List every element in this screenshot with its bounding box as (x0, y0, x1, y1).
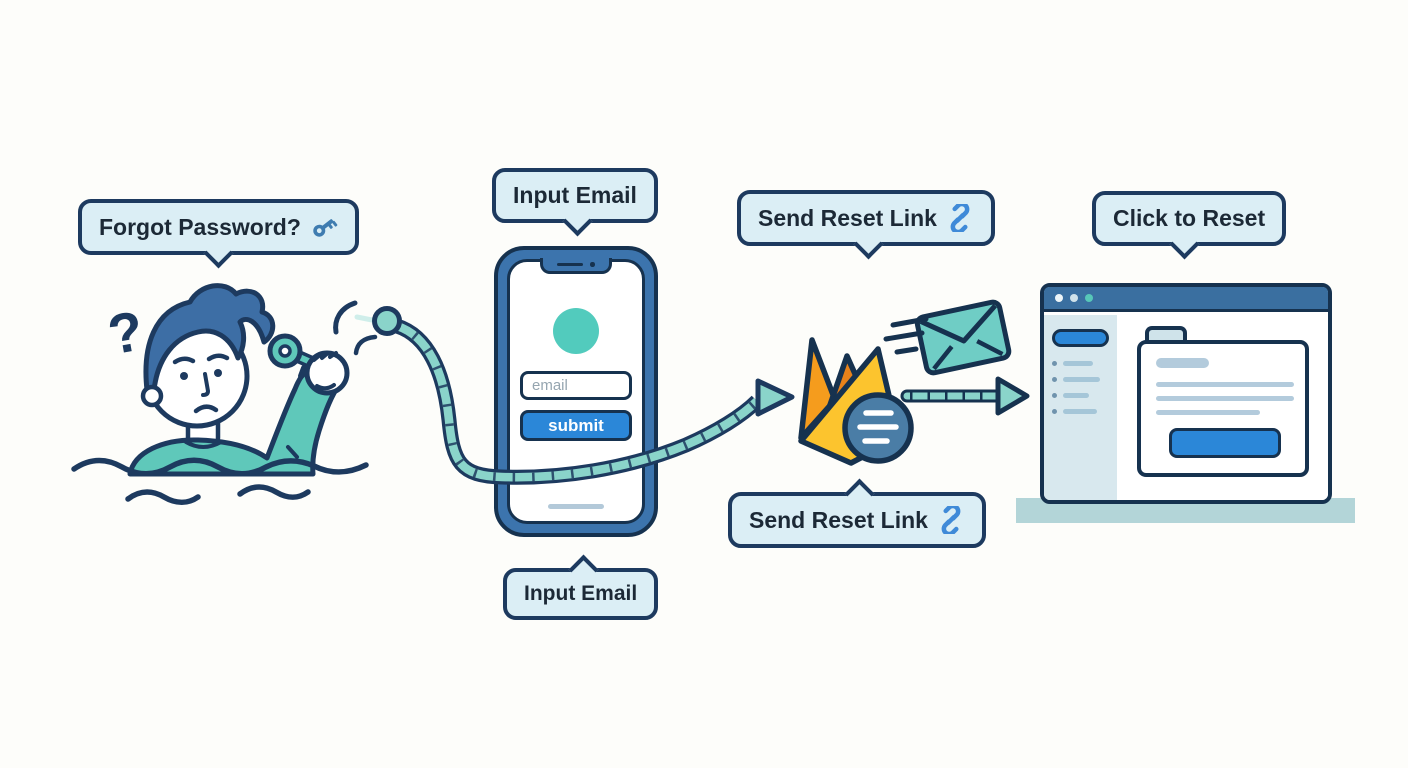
sidebar-item[interactable] (1052, 409, 1117, 414)
email-text-line (1156, 382, 1294, 387)
hair (143, 283, 276, 393)
browser-window (1040, 283, 1332, 504)
bubble-forgot-password: Forgot Password? (78, 199, 359, 255)
water-waves (71, 457, 369, 505)
email-input[interactable] (520, 371, 632, 400)
bubble-send-reset-link-top: Send Reset Link (737, 190, 995, 246)
sidebar-item-label-bar (1063, 393, 1089, 398)
bullet-icon (1052, 377, 1057, 382)
browser-main-pane (1117, 315, 1328, 500)
speed-lines (883, 316, 929, 355)
link-icon (950, 204, 970, 232)
sidebar-item-label-bar (1063, 409, 1097, 414)
bubble-input-email-bottom-label: Input Email (524, 582, 638, 605)
reset-link-button[interactable] (1169, 428, 1281, 458)
browser-sidebar (1044, 315, 1117, 500)
sidebar-item[interactable] (1052, 377, 1117, 382)
window-dot (1070, 294, 1078, 302)
shirt (127, 368, 342, 477)
avatar (553, 308, 599, 354)
rope-knob (372, 306, 402, 336)
window-dot (1085, 294, 1093, 302)
bullet-icon (1052, 393, 1057, 398)
motion-lines (333, 300, 378, 356)
sidebar-item-label-bar (1063, 377, 1100, 382)
email-subject-bar (1156, 358, 1209, 368)
envelope-icon (914, 299, 1012, 376)
email-folder-tab (1145, 326, 1187, 343)
email-text-line (1156, 410, 1260, 415)
sidebar-item-label-bar (1063, 361, 1093, 366)
phone-illustration: submit (494, 246, 658, 537)
firebase-flame-icon (798, 337, 902, 466)
bullet-icon (1052, 361, 1057, 366)
link-icon (941, 506, 961, 534)
home-indicator (548, 504, 604, 509)
sidebar-active-button[interactable] (1052, 329, 1109, 347)
email-text-line (1156, 396, 1294, 401)
swimming-person (71, 283, 369, 505)
bullet-icon (1052, 409, 1057, 414)
bubble-click-to-reset-label: Click to Reset (1113, 205, 1266, 231)
browser-titlebar (1044, 287, 1328, 312)
bubble-forgot-password-label: Forgot Password? (99, 213, 301, 240)
sidebar-item[interactable] (1052, 361, 1117, 366)
bubble-input-email-top: Input Email (492, 168, 658, 223)
bubble-click-to-reset: Click to Reset (1092, 191, 1287, 246)
reset-email-card (1137, 340, 1309, 477)
arrow-right-icon (900, 376, 1030, 416)
bubble-input-email-bottom: Input Email (503, 568, 659, 620)
bubble-send-reset-link-bottom-label: Send Reset Link (749, 506, 928, 533)
bubble-input-email-top-label: Input Email (513, 182, 637, 208)
phone-screen: submit (507, 259, 645, 524)
key-icon (313, 219, 338, 237)
bubble-send-reset-link-bottom: Send Reset Link (728, 492, 986, 548)
phone-notch (540, 258, 612, 274)
phone-camera (590, 262, 595, 267)
list-badge-icon (842, 392, 914, 464)
phone-speaker (557, 262, 584, 267)
sidebar-item[interactable] (1052, 393, 1117, 398)
held-key (267, 333, 329, 382)
question-mark: ? (103, 298, 148, 366)
bubble-send-reset-link-top-label: Send Reset Link (758, 204, 937, 231)
rope-arrow-icon (755, 378, 795, 417)
submit-button[interactable]: submit (520, 410, 632, 441)
window-dot (1055, 294, 1063, 302)
fist (304, 350, 350, 396)
